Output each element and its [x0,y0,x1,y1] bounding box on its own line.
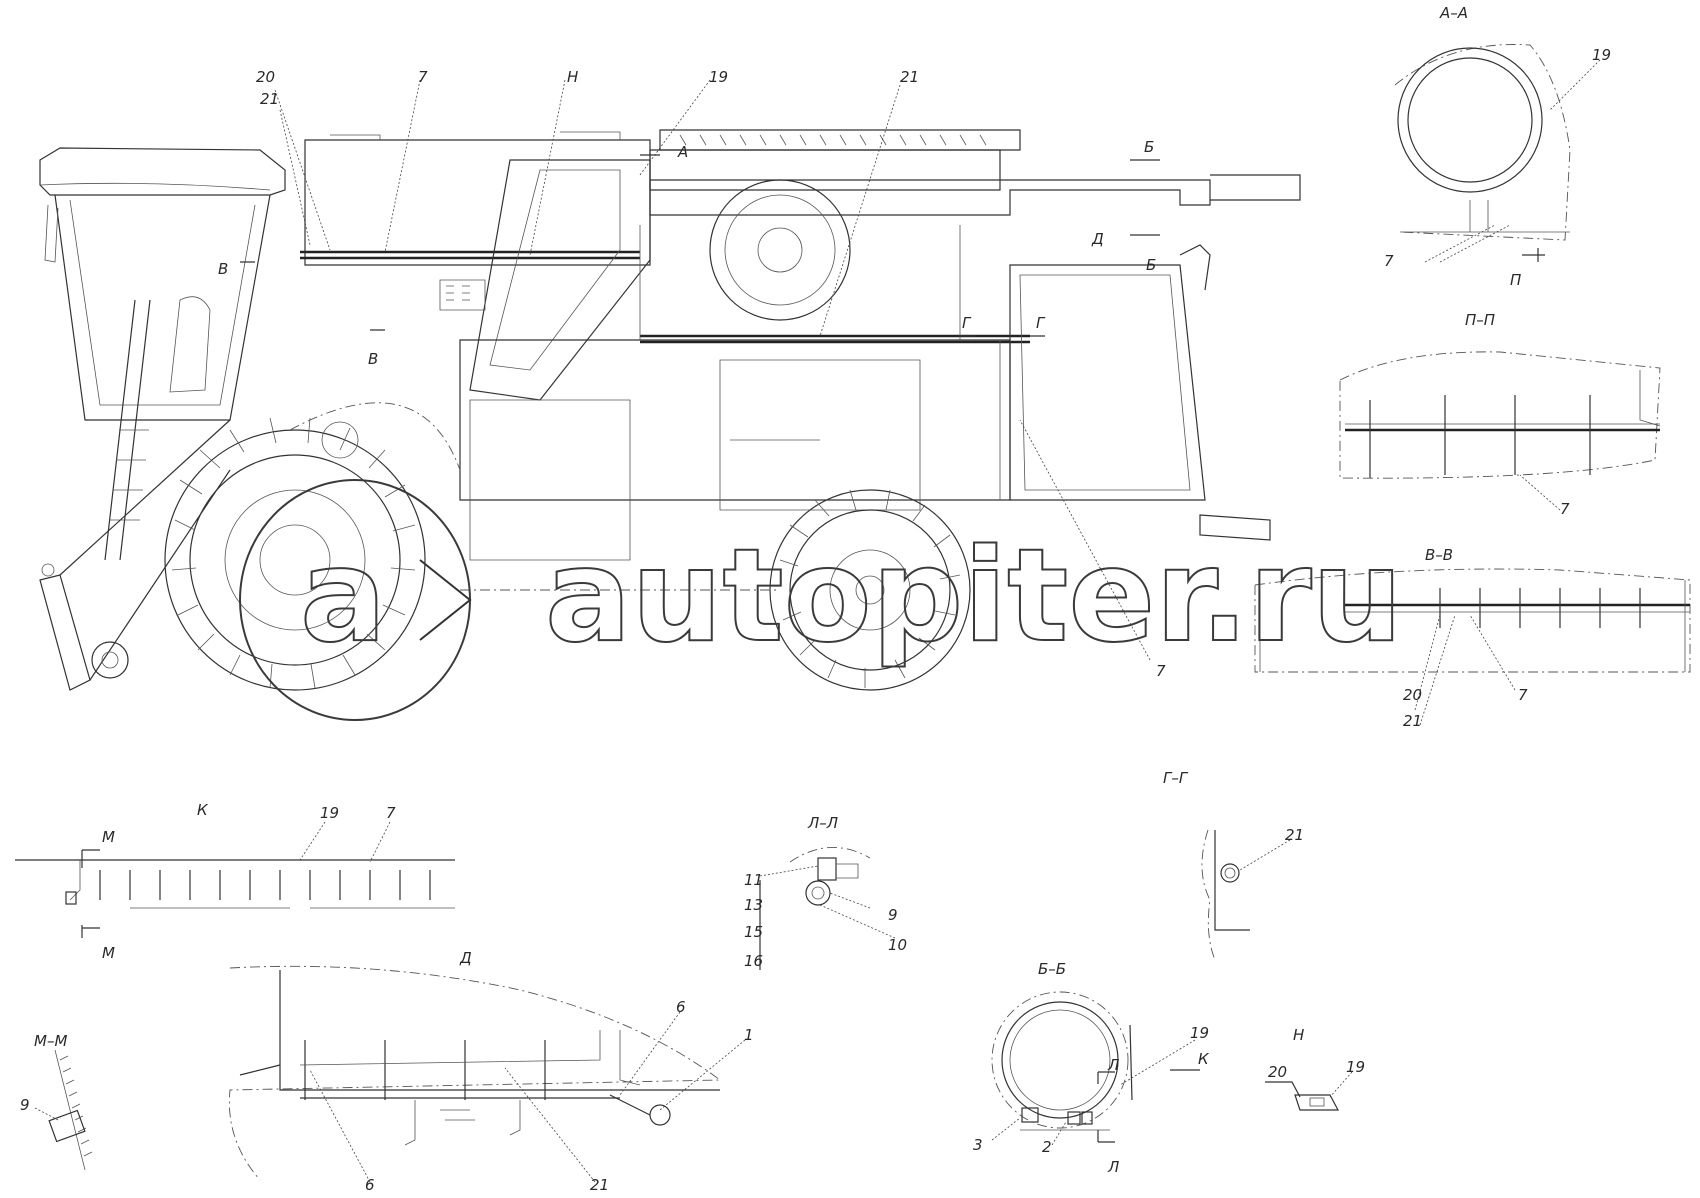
view-d: Д 6 1 6 21 [228,949,754,1194]
section-pp: П–П 7 [1339,311,1661,518]
section-bb-label-k: К [1198,1050,1210,1068]
section-ll-label-16: 16 [744,952,763,970]
section-vv-label-7: 7 [1518,686,1528,704]
view-k-title: К [197,801,209,819]
watermark: a autopiter.ru [239,479,1404,721]
section-pp-title: П–П [1465,311,1495,329]
label-v-bottom: В [368,350,378,368]
section-aa: А–А 19 7 П [1384,4,1611,289]
label-v-top: В [218,260,228,278]
section-gg-label-21: 21 [1285,826,1304,844]
view-k: К 19 7 М М [15,801,455,962]
section-ll-label-9: 9 [888,906,898,924]
section-ll: Л–Л 11 13 15 16 9 10 [744,814,907,970]
label-a: А [677,143,688,161]
section-mm-label-9: 9 [20,1096,30,1114]
main-view-labels: 20 21 7 Н 19 21 А Б Б Д В В Г Г 7 [218,68,1166,680]
section-mm-title: М–М [34,1032,67,1050]
label-20: 20 [256,68,275,86]
section-aa-label-19: 19 [1592,46,1611,64]
section-bb-title: Б–Б [1038,960,1066,978]
section-bb-label-2: 2 [1042,1138,1052,1156]
view-k-label-19: 19 [320,804,339,822]
view-n: Н 20 19 [1265,1026,1365,1111]
label-n: Н [567,68,578,86]
section-ll-label-10: 10 [888,936,907,954]
section-gg-title: Г–Г [1163,769,1189,787]
view-d-title: Д [459,949,472,967]
section-vv: В–В 20 21 7 [1254,546,1691,730]
view-d-label-1: 1 [744,1026,754,1044]
label-19: 19 [709,68,728,86]
section-bb-label-3: 3 [973,1136,983,1154]
view-k-label-m-top: М [102,828,115,846]
label-b-bottom: Б [1146,256,1156,274]
watermark-text: autopiter.ru [545,522,1403,671]
main-view [39,79,1301,691]
view-n-title: Н [1293,1026,1304,1044]
section-ll-label-15: 15 [744,923,763,941]
label-b-top: Б [1144,138,1154,156]
section-bb-label-l-top: Л [1107,1056,1119,1074]
view-d-label-6-top: 6 [676,998,686,1016]
view-d-label-6-bottom: 6 [365,1176,375,1194]
section-aa-label-7: 7 [1384,252,1394,270]
view-d-label-21: 21 [590,1176,609,1194]
front-wheel [164,417,426,691]
label-7-bottom: 7 [1156,662,1166,680]
label-21b: 21 [900,68,919,86]
section-aa-title: А–А [1439,4,1468,22]
section-vv-title: В–В [1425,546,1453,564]
label-21: 21 [260,90,279,108]
section-mm: М–М 9 [20,1032,93,1171]
section-gg: Г–Г 21 [1163,769,1304,961]
section-vv-label-20: 20 [1403,686,1422,704]
view-k-label-7: 7 [386,804,396,822]
section-ll-title: Л–Л [807,814,838,832]
section-aa-label-p: П [1510,271,1521,289]
label-d: Д [1091,230,1104,248]
view-n-label-19: 19 [1346,1058,1365,1076]
section-pp-label-7: 7 [1560,500,1570,518]
view-k-label-m-bottom: М [102,944,115,962]
section-bb-label-19: 19 [1190,1024,1209,1042]
section-bb-label-l-bottom: Л [1107,1158,1119,1176]
section-ll-label-11: 11 [744,871,763,889]
watermark-logo-letter: a [300,522,386,671]
section-bb: Б–Б 19 К Л 3 2 Л [973,960,1210,1176]
section-ll-label-13: 13 [744,896,763,914]
view-n-label-20: 20 [1268,1063,1287,1081]
label-g-right: Г [1036,314,1046,332]
section-vv-label-21: 21 [1403,712,1422,730]
label-7: 7 [418,68,428,86]
label-g-left: Г [962,314,972,332]
